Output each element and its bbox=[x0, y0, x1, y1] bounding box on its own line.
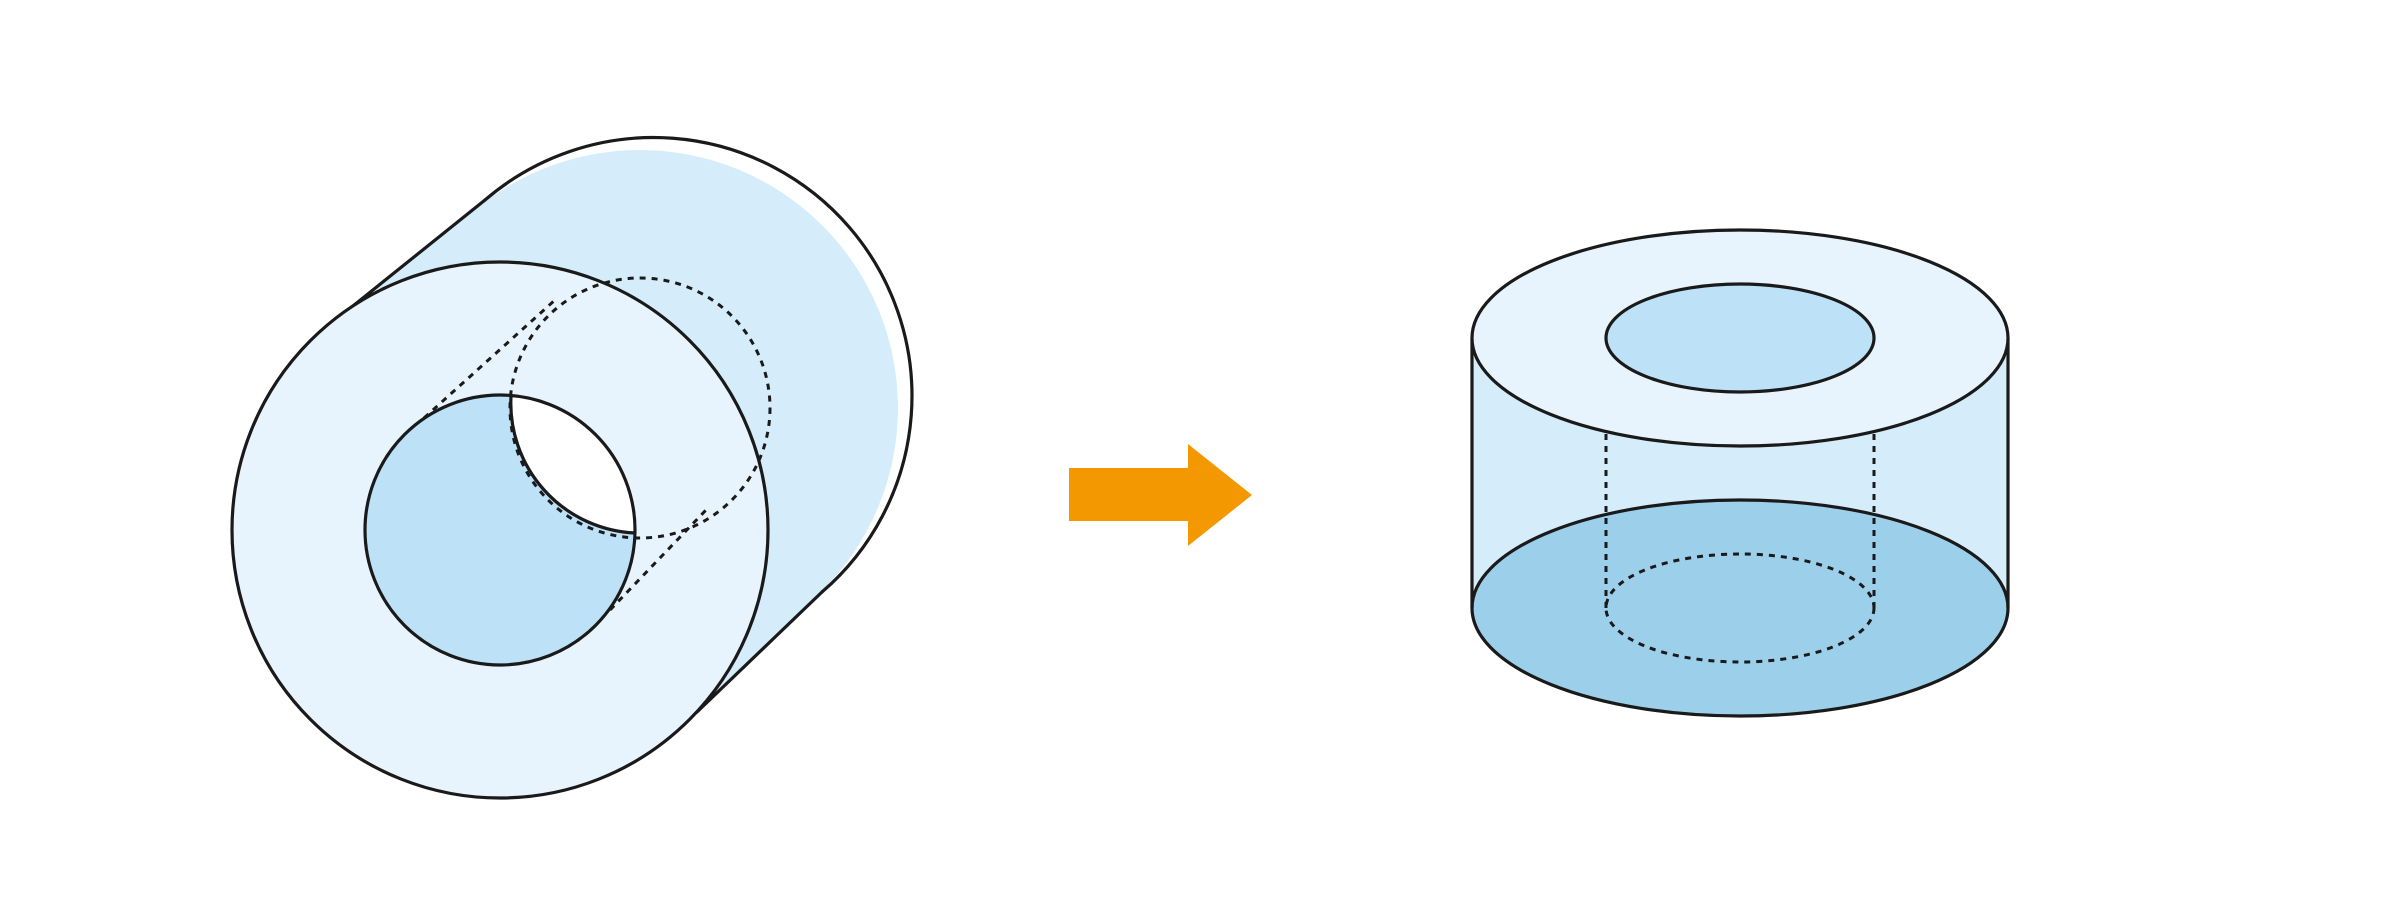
hole-inner-arc bbox=[509, 394, 637, 535]
right-arrow bbox=[1069, 444, 1252, 546]
front-hole-outline bbox=[363, 393, 637, 667]
back-rim-outline bbox=[483, 135, 914, 594]
bottom-tangent-line bbox=[695, 590, 824, 714]
hole-tangent-top-dashed bbox=[422, 298, 557, 420]
arrow-shape bbox=[1069, 444, 1252, 546]
hollow-cylinder-standing bbox=[1470, 228, 2010, 718]
hole-inner-gap bbox=[510, 396, 636, 533]
front-face-outline bbox=[230, 260, 770, 800]
bottom-face-outline bbox=[1470, 498, 2010, 718]
top-hole bbox=[1604, 282, 1876, 394]
hollow-cylinder-lying bbox=[230, 135, 914, 800]
